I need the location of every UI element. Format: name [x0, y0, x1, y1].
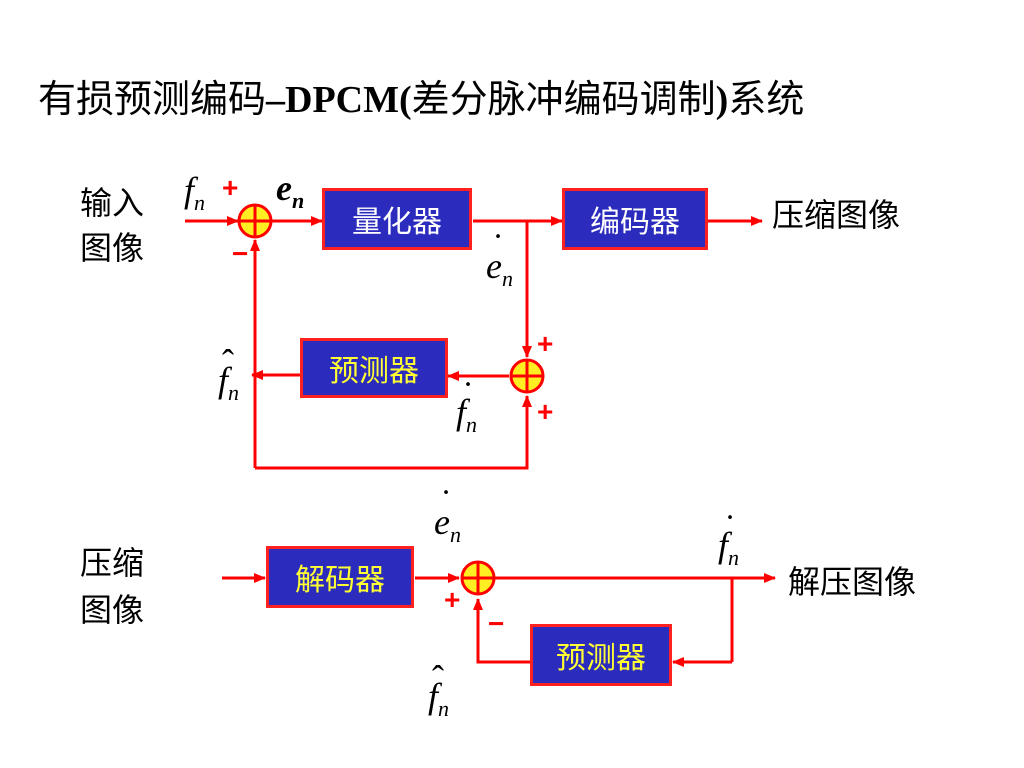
dec-plus-sign: + [444, 584, 461, 615]
title-subtitle: 差分脉冲编码调制 [411, 79, 716, 121]
enc-input-label-line1: 输入 [80, 184, 145, 222]
dec-predictor-block: 预测器 [530, 624, 672, 686]
enc-summer2-plus-top: + [537, 328, 554, 359]
enc-output-label: 压缩图像 [772, 196, 901, 234]
dec-minus-sign: − [488, 608, 505, 639]
enc-minus-sign: − [232, 238, 249, 269]
page-title: 有损预测编码–DPCM(差分脉冲编码调制)系统 [38, 68, 804, 123]
coder-block: 编码器 [562, 188, 708, 250]
enc-signal-en-dot: e˙n [486, 226, 513, 291]
decoder-block: 解码器 [266, 546, 414, 608]
enc-reconstruct-summer [509, 358, 545, 394]
enc-plus-sign: + [222, 172, 239, 203]
dec-signal-en-dot: e˙n [434, 482, 461, 547]
enc-signal-fn: fn [184, 170, 206, 215]
enc-summer2-plus-bottom: + [537, 396, 554, 427]
enc-summer [237, 203, 273, 239]
title-paren-close: ) [715, 79, 729, 121]
enc-predictor-block: 预测器 [300, 338, 448, 398]
enc-signal-en: en [276, 168, 305, 213]
title-dash: – [266, 79, 286, 121]
enc-feedback-loop [255, 395, 532, 470]
dec-predictor-feedback [473, 598, 531, 664]
dec-signal-fn-dot: f˙n [718, 507, 740, 570]
enc-signal-fn-dot: f˙n [456, 374, 478, 437]
title-suffix: 系统 [728, 79, 805, 121]
dec-input-label-line2: 图像 [80, 591, 145, 629]
title-dpcm: DPCM [285, 79, 399, 121]
dec-summer [460, 560, 496, 596]
dec-output-label: 解压图像 [788, 563, 917, 601]
title-prefix: 有损预测编码 [38, 79, 267, 121]
enc-input-label-line2: 图像 [80, 229, 145, 267]
quantizer-block: 量化器 [322, 188, 472, 250]
title-paren-open: ( [398, 79, 412, 121]
dec-input-label-line1: 压缩 [80, 544, 145, 582]
